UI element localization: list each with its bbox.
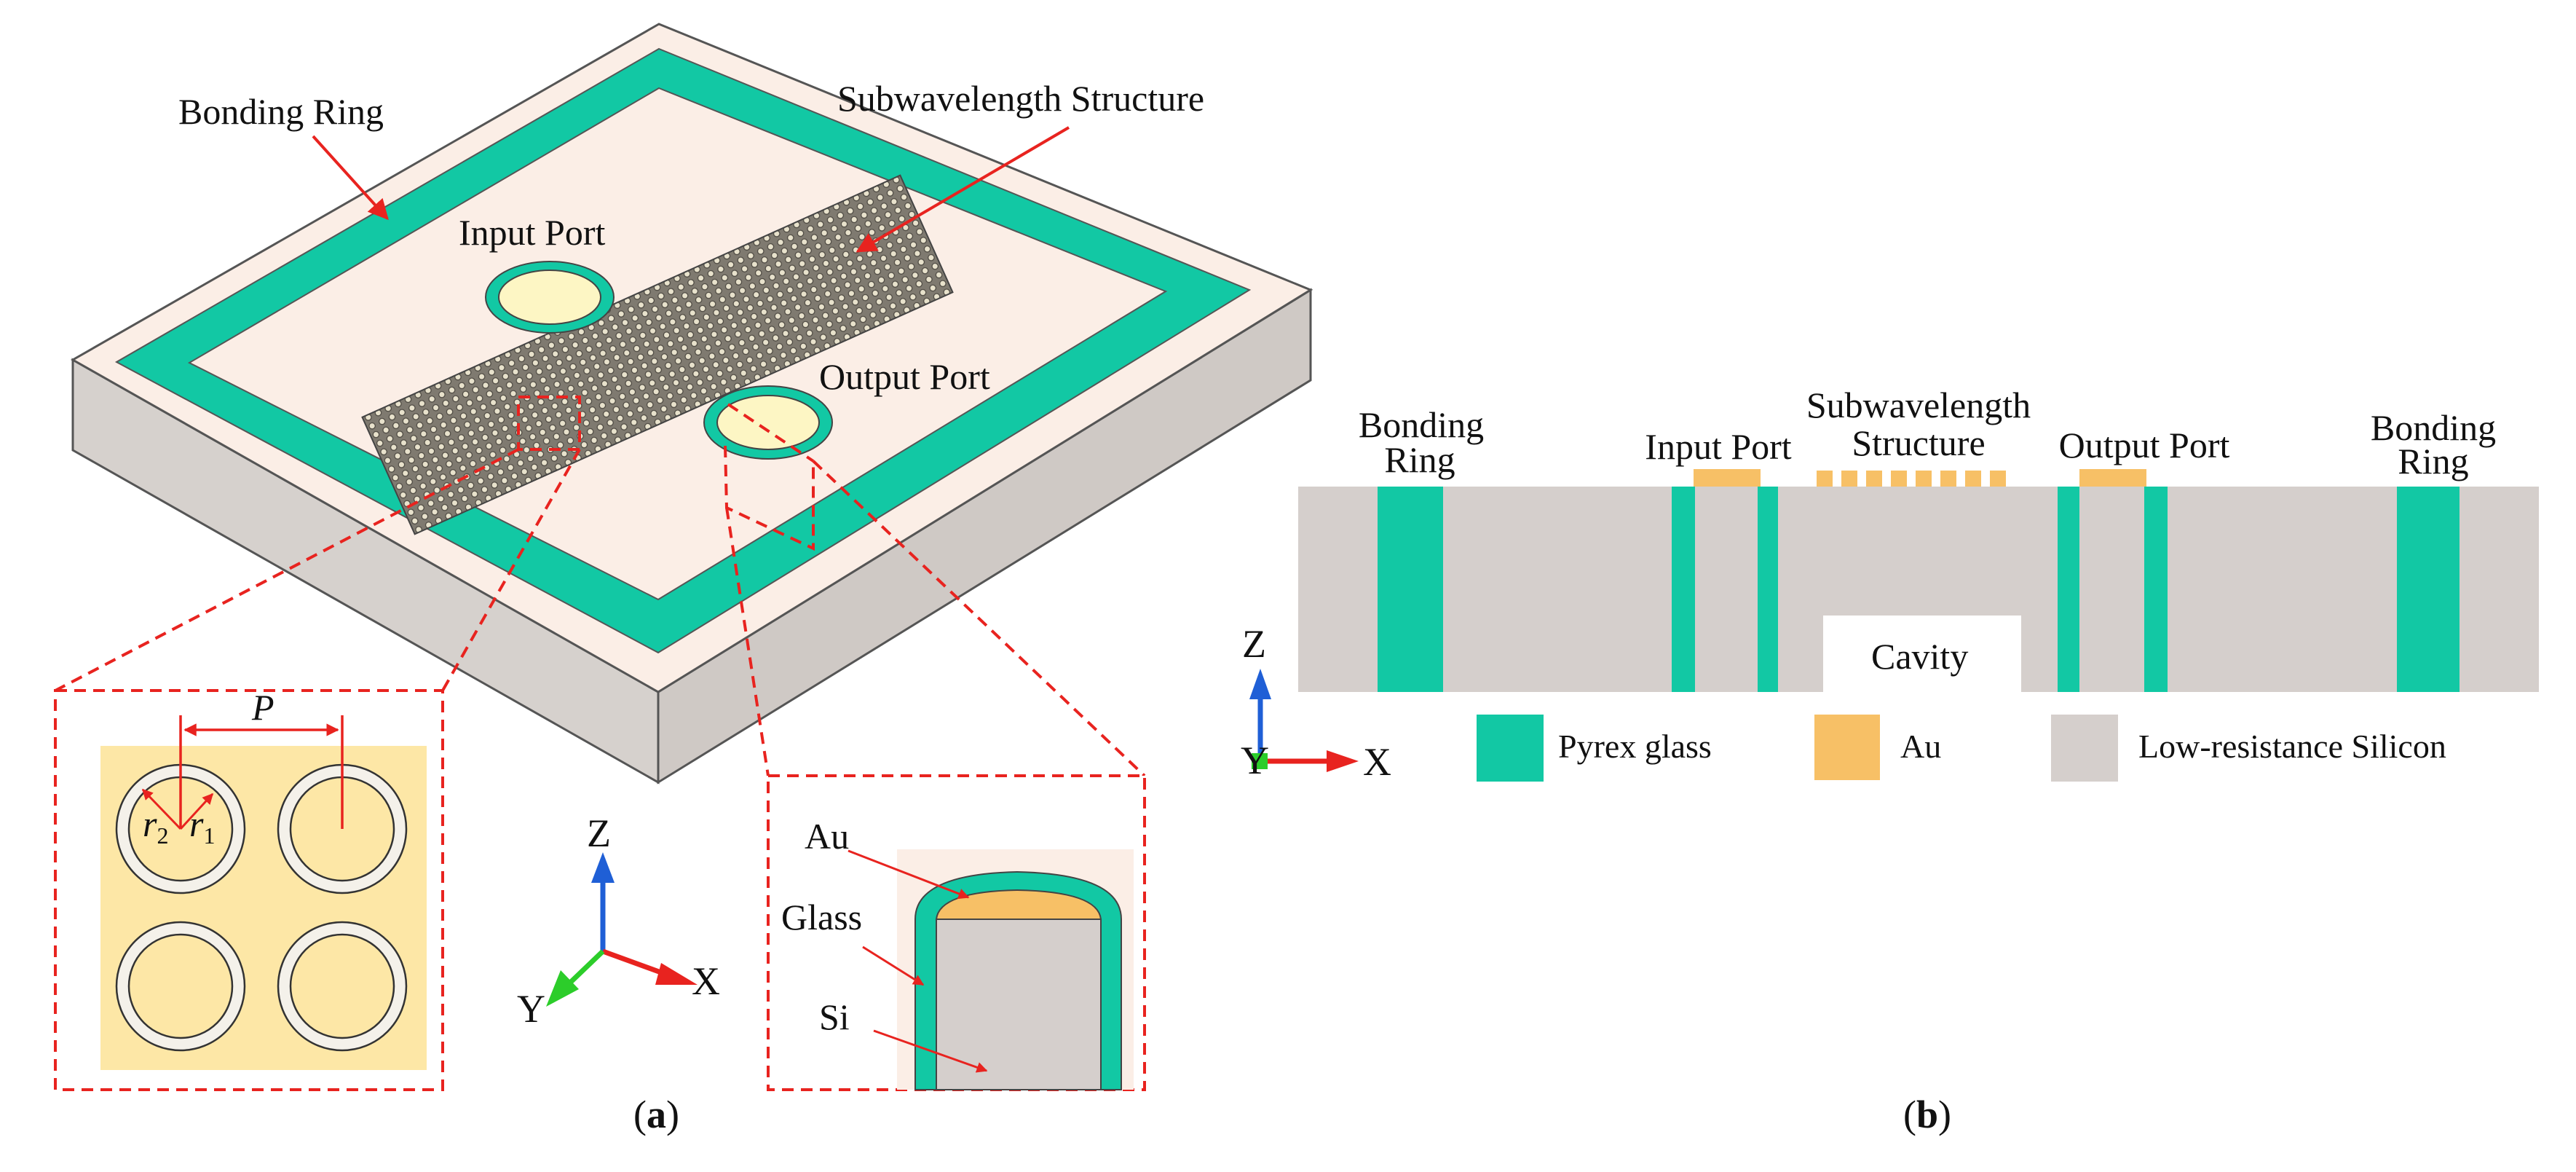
legend-label-pyrex: Pyrex glass	[1558, 728, 1712, 765]
legend-item-au: Au	[1814, 715, 1941, 780]
axis-y-label-b: Y	[1241, 739, 1269, 782]
axes-a: Z X Y	[517, 811, 720, 1031]
input-port-label-b: Input Port	[1645, 426, 1792, 467]
output-port-glass-left	[2058, 487, 2079, 692]
legend-item-silicon: Low-resistance Silicon	[2051, 715, 2446, 782]
port-section-inset: Au Glass Si	[767, 774, 1146, 1091]
chip-3d	[70, 23, 1313, 784]
zoom-leaders	[55, 396, 1146, 777]
glass-label: Glass	[781, 897, 862, 937]
caption-b: (b)	[1903, 1093, 1951, 1136]
axis-x-label-b: X	[1363, 740, 1391, 784]
panel-a: Bonding Ring Subwavelength Structure Inp…	[54, 23, 1313, 1136]
cross-section	[1298, 469, 2539, 692]
axes-b: Z Y X	[1241, 622, 1391, 784]
bonding-ring-label-a: Bonding Ring	[178, 91, 384, 132]
axis-x-label-a: X	[692, 959, 720, 1003]
gold-cap	[935, 889, 1102, 920]
cavity-label: Cavity	[1871, 636, 1968, 677]
legend: Pyrex glass Au Low-resistance Silicon	[1477, 715, 2446, 782]
cavity	[1823, 616, 2021, 692]
r1-label: r1	[189, 803, 215, 849]
bonding-ring-glass-right	[2397, 487, 2460, 692]
legend-label-au: Au	[1900, 728, 1941, 765]
silicon-core	[936, 919, 1102, 1090]
subwavelength-au-pads	[1817, 471, 2006, 487]
input-port-3d	[485, 261, 615, 334]
legend-swatch-silicon	[2051, 715, 2118, 782]
input-port-glass-right	[1758, 487, 1778, 692]
legend-label-silicon: Low-resistance Silicon	[2138, 728, 2446, 765]
output-port-au	[2079, 469, 2146, 487]
caption-a: (a)	[633, 1093, 679, 1136]
si-label: Si	[819, 996, 850, 1037]
axis-y-label-a: Y	[517, 987, 545, 1031]
input-port-label-a: Input Port	[459, 212, 606, 253]
bonding-ring-arrow-a	[312, 135, 389, 221]
r2-label: r2	[143, 803, 168, 849]
legend-swatch-au	[1814, 715, 1880, 780]
subwavelength-structure-label-a: Subwavelength Structure	[837, 78, 1204, 119]
subwavelength-arrow-a	[856, 126, 1070, 253]
output-port-label-a: Output Port	[819, 356, 990, 397]
legend-item-pyrex: Pyrex glass	[1477, 715, 1712, 782]
subwavelength-structure-3d	[361, 174, 954, 535]
unit-cell-hole-br	[277, 921, 408, 1052]
legend-swatch-pyrex	[1477, 715, 1544, 782]
axis-z-label-a: Z	[587, 811, 611, 855]
output-port-label-b: Output Port	[2059, 425, 2230, 465]
au-label: Au	[805, 816, 849, 857]
radius-arrows	[141, 788, 214, 830]
input-port-au	[1694, 469, 1761, 487]
output-port-glass-right	[2144, 487, 2168, 692]
output-port-3d	[703, 385, 833, 460]
unit-cell-hole-bl	[115, 921, 246, 1052]
bonding-ring-glass-left	[1378, 487, 1443, 692]
axis-z-label-b: Z	[1242, 622, 1266, 666]
period-dimension	[179, 715, 344, 829]
period-label: P	[251, 687, 274, 728]
unit-cell-zoom-box	[517, 396, 581, 451]
input-port-glass-left	[1672, 487, 1695, 692]
unit-cell-inset: P r2 r1	[54, 687, 444, 1091]
